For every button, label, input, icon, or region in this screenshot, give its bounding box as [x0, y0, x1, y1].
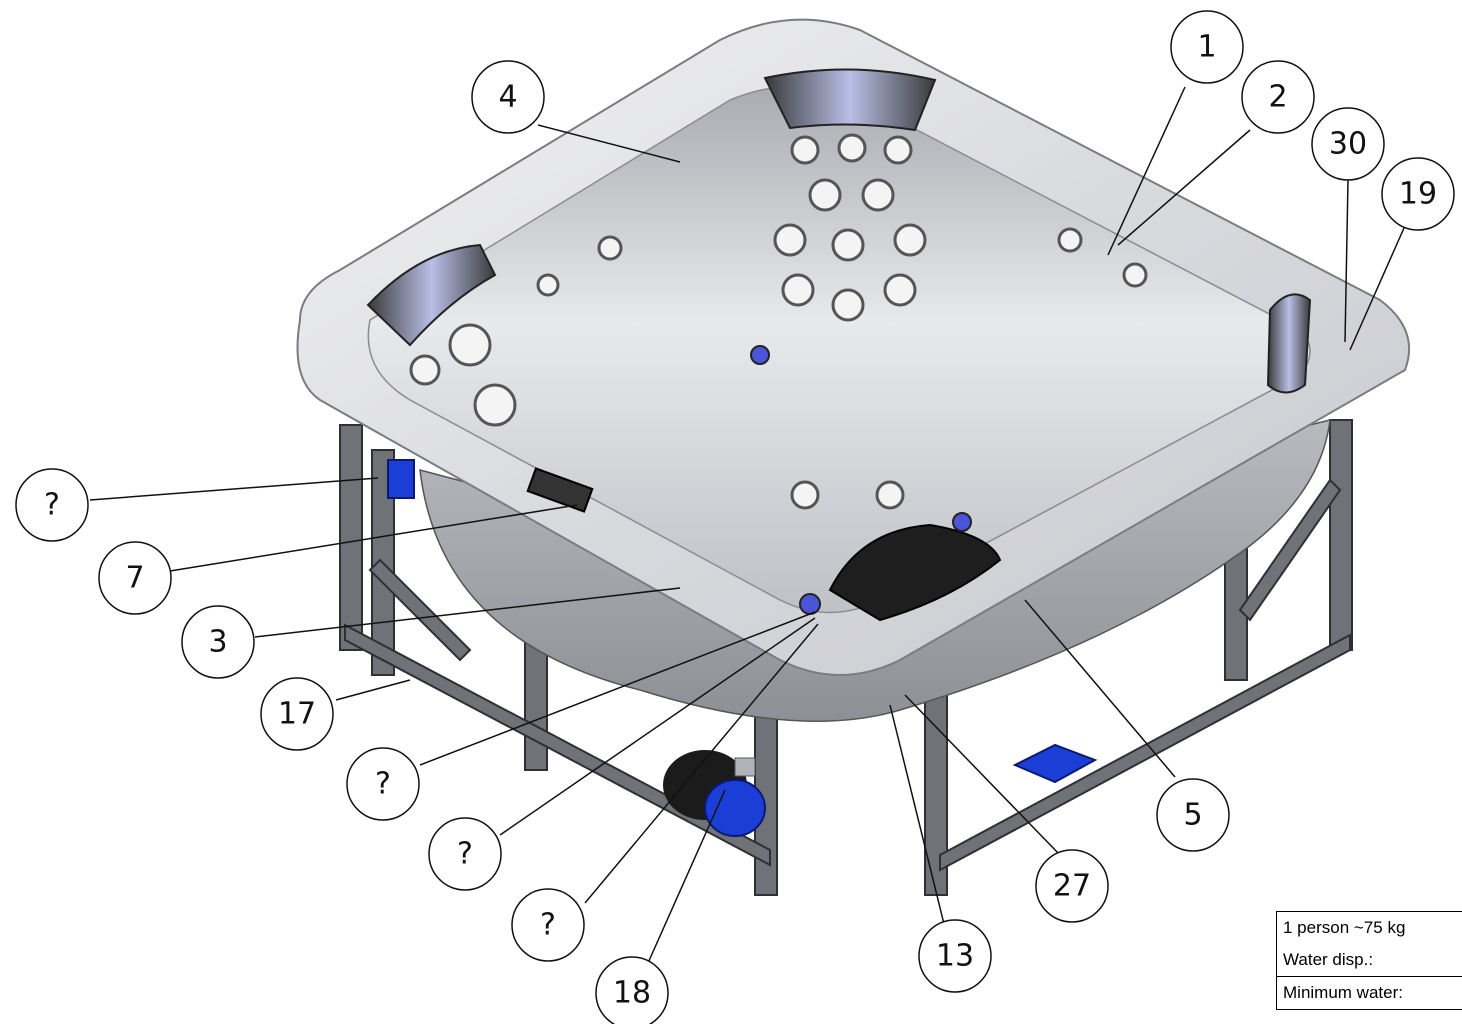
spec-person-weight: 1 person ~75 kg — [1276, 911, 1462, 944]
callout-label-q4: ? — [540, 908, 556, 943]
spec-table: 1 person ~75 kg Water disp.: Minimum wat… — [1276, 911, 1462, 1010]
jet-array — [409, 133, 1148, 510]
callout-bubble-5 — [1156, 778, 1230, 852]
callout-label-3: 3 — [208, 625, 227, 660]
callout-bubble-q2 — [346, 747, 420, 821]
callout-label-7: 7 — [125, 561, 144, 596]
callout-bubble-30 — [1311, 107, 1385, 181]
callout-label-13: 13 — [936, 939, 974, 974]
callout-label-18: 18 — [613, 976, 651, 1011]
callout-bubble-4 — [471, 60, 545, 134]
leader-lines — [89, 86, 1405, 964]
callout-label-5: 5 — [1183, 798, 1202, 833]
callout-bubble-27 — [1035, 849, 1109, 923]
heater-box — [1012, 743, 1098, 784]
callouts — [15, 10, 1455, 1024]
callout-label-19: 19 — [1399, 177, 1437, 212]
callout-bubble-q3 — [428, 817, 502, 891]
pillow-right — [1266, 293, 1312, 394]
callout-label-4: 4 — [498, 80, 517, 115]
callout-bubble-q1 — [15, 468, 89, 542]
callout-label-17: 17 — [278, 697, 316, 732]
callout-bubble-7 — [98, 541, 172, 615]
pillow-back — [763, 68, 937, 132]
pillow-left — [366, 243, 497, 347]
callout-label-27: 27 — [1053, 869, 1091, 904]
callout-bubble-19 — [1381, 157, 1455, 231]
callout-bubble-3 — [181, 605, 255, 679]
callout-bubble-1 — [1170, 10, 1244, 84]
callout-label-1: 1 — [1197, 30, 1216, 65]
callout-bubble-17 — [260, 677, 334, 751]
callout-bubble-2 — [1241, 60, 1315, 134]
blue-fittings — [750, 345, 972, 615]
control-panel — [526, 467, 594, 513]
side-blue-part — [387, 459, 415, 499]
pump-assembly — [663, 750, 766, 837]
callout-bubble-q4 — [511, 888, 585, 962]
spec-water-displacement: Water disp.: — [1276, 944, 1462, 977]
pillow-front — [828, 523, 1002, 622]
callout-bubble-13 — [918, 919, 992, 993]
spec-minimum-water: Minimum water: — [1276, 976, 1462, 1010]
callout-label-q3: ? — [457, 837, 473, 872]
support-frame — [339, 419, 1353, 896]
callout-label-q2: ? — [375, 767, 391, 802]
callout-label-2: 2 — [1268, 80, 1287, 115]
callout-label-q1: ? — [44, 488, 60, 523]
callout-bubble-18 — [595, 956, 669, 1024]
callout-label-30: 30 — [1329, 127, 1367, 162]
